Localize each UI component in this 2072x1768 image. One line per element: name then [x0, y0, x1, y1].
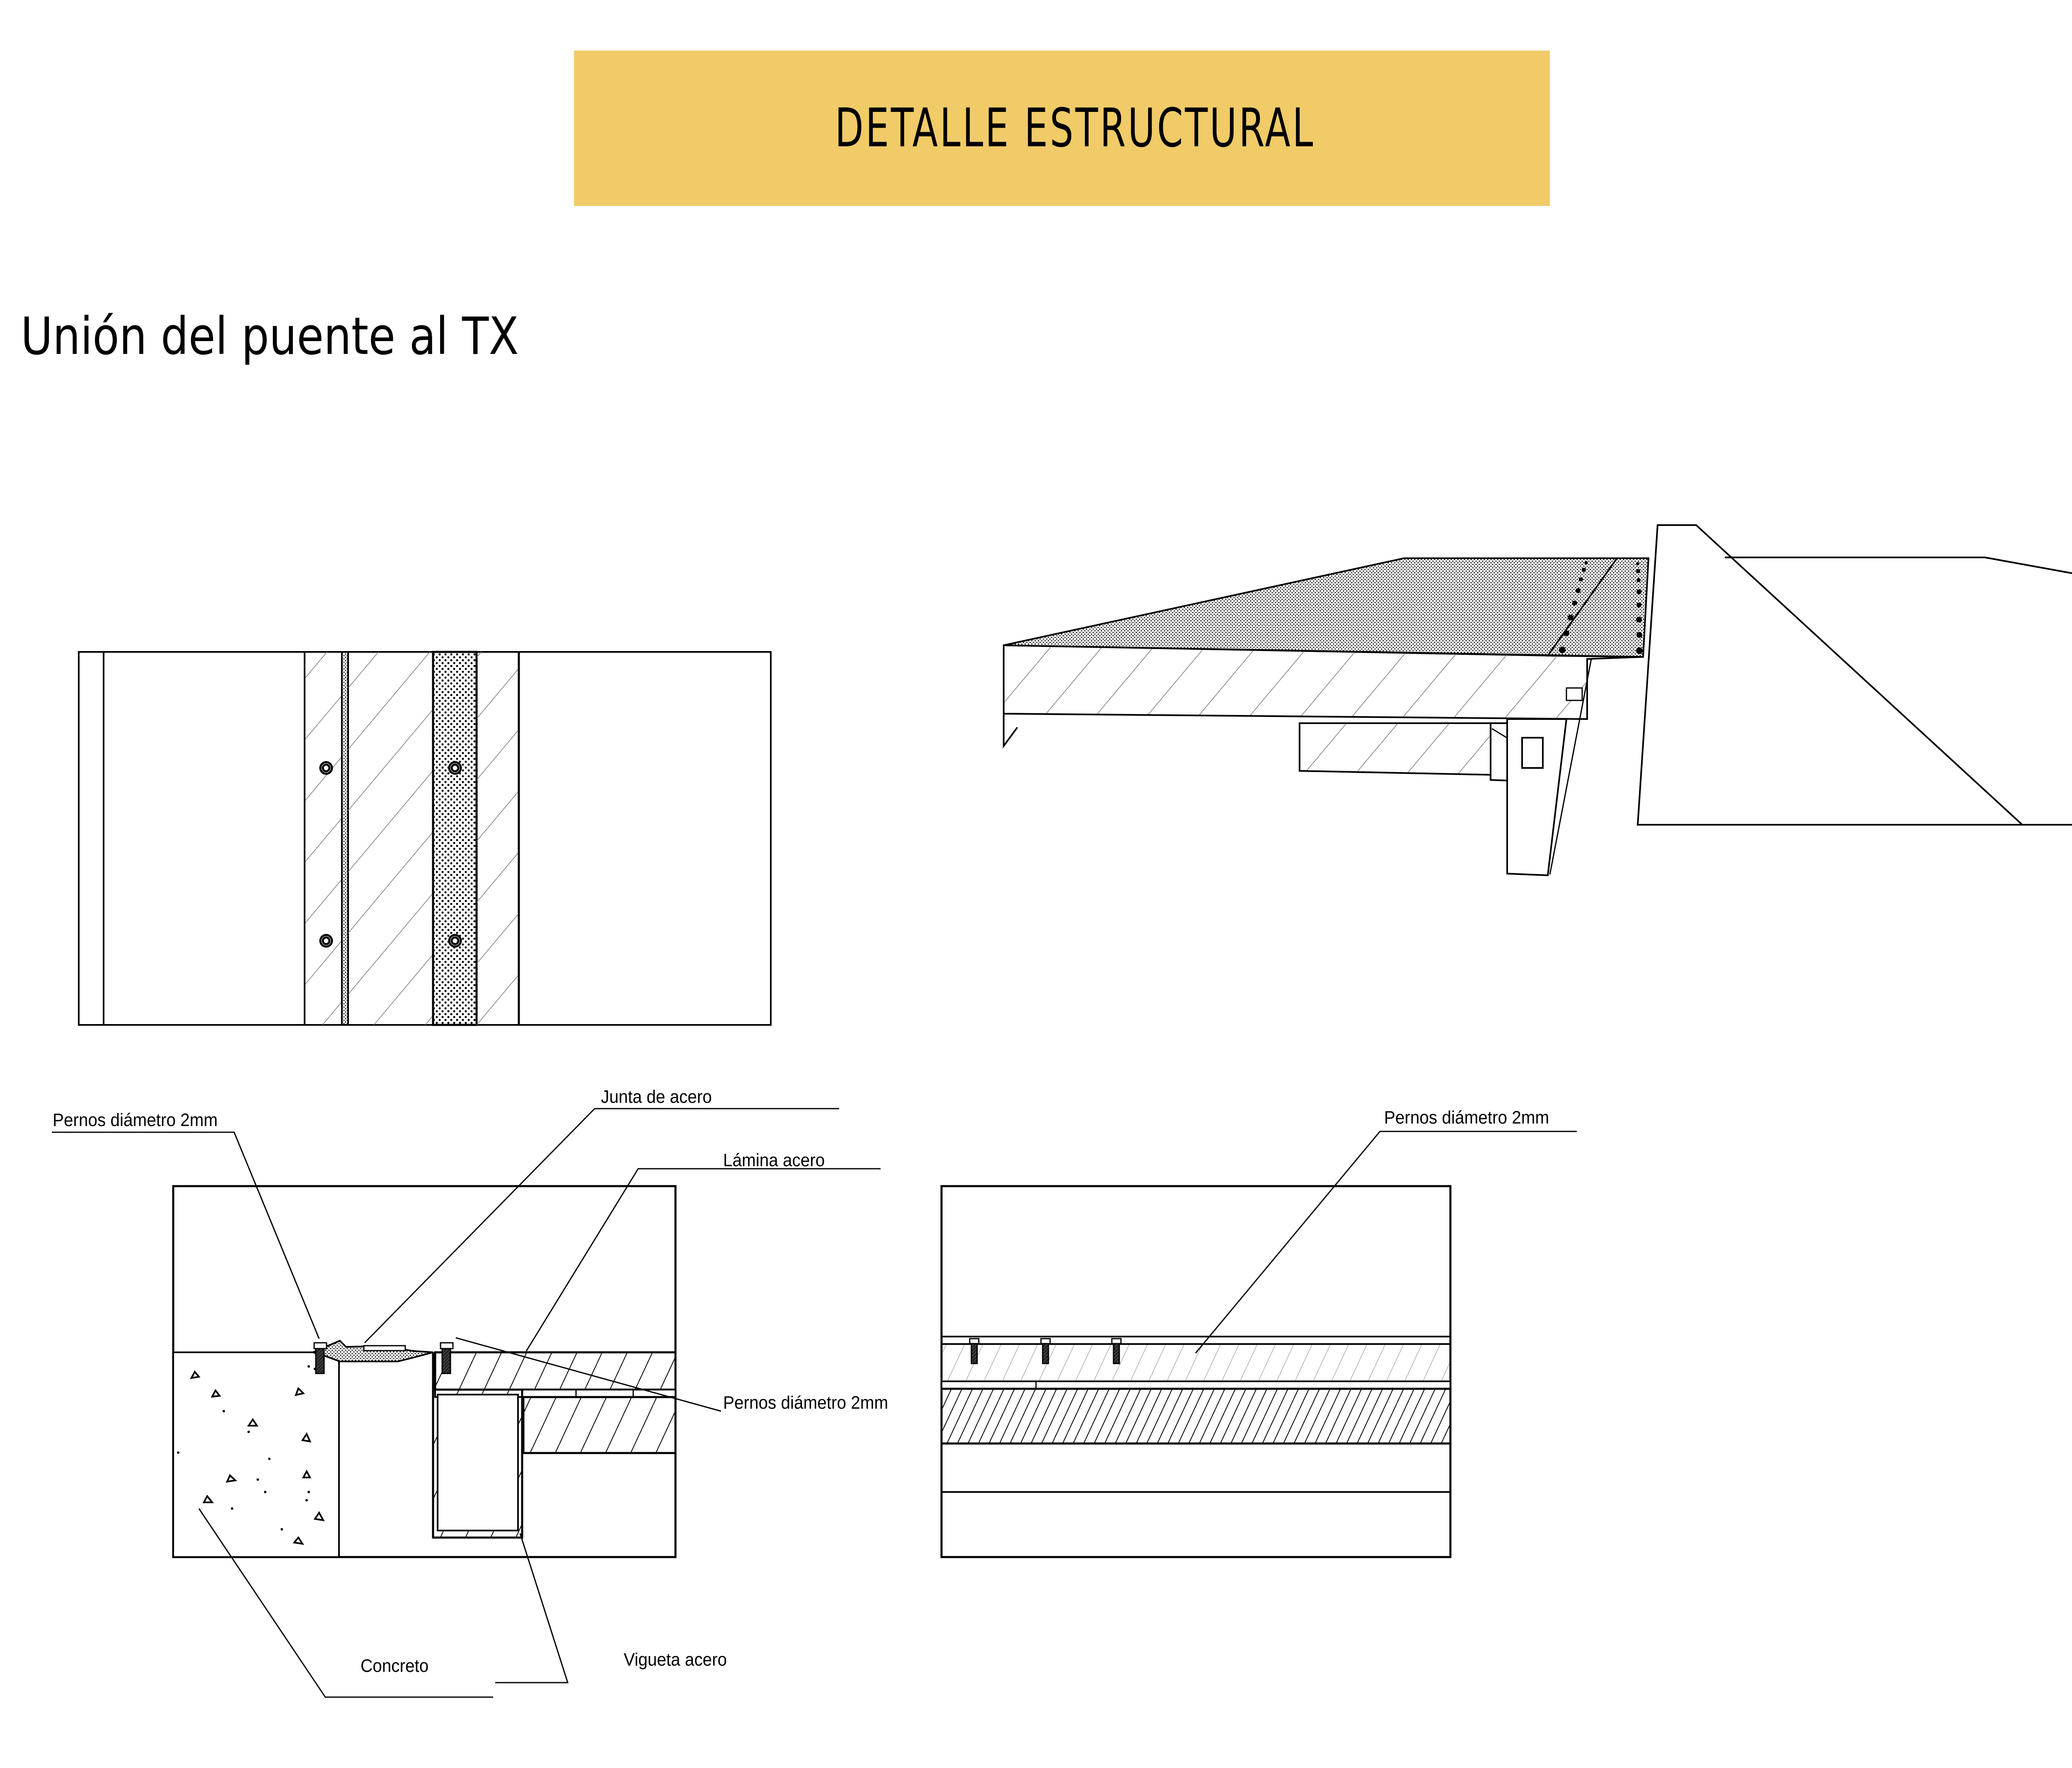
bolt-icon: [313, 1342, 454, 1374]
bolt-icon: [969, 1338, 1122, 1364]
label-pernos-left: Pernos diámetro 2mm: [53, 1110, 218, 1130]
perspective-view: [1003, 524, 2072, 877]
label-pernos-right: Pernos diámetro 2mm: [1384, 1107, 1549, 1128]
section-leader-lines: [52, 1108, 881, 1698]
label-concreto: Concreto: [361, 1656, 429, 1676]
elevation-leader-line: [1195, 1131, 1577, 1354]
page-title: DETALLE ESTRUCTURAL: [835, 97, 1315, 159]
joint-perforation-icons: [1559, 561, 1643, 654]
title-banner: DETALLE ESTRUCTURAL: [574, 51, 1550, 206]
plan-view: [78, 651, 772, 1026]
section-subtitle: Unión del puente al TX: [21, 307, 519, 366]
label-lamina-acero: Lámina acero: [723, 1150, 825, 1170]
label-pernos-mid: Pernos diámetro 2mm: [723, 1393, 888, 1413]
label-junta-acero: Junta de acero: [601, 1087, 712, 1107]
bolt-icon: [319, 761, 462, 948]
label-vigueta-acero: Vigueta acero: [624, 1649, 727, 1670]
elevation-view: [940, 1185, 1452, 1558]
concrete-aggregate-icons: [190, 1370, 325, 1545]
section-view: [172, 1185, 677, 1558]
